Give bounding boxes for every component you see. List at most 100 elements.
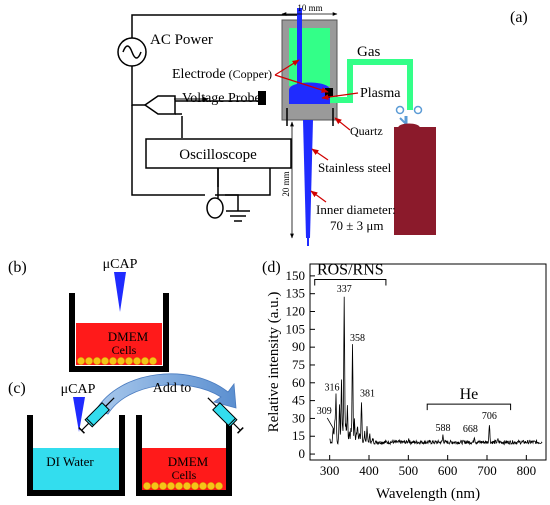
voltage-probe-icon [143,95,176,115]
electrode-label: Electrode(Copper) [172,67,272,82]
group-label: ROS/RNS [317,261,384,278]
panel-c-well-right [136,415,232,496]
spectrum-chart: 300 400 500 600 700 800 0 15 30 45 60 75 90 105 120 135… [266,261,547,502]
y-tick-label: 75 [292,357,305,372]
panel-c-well-left [27,415,125,496]
cell-dot [151,482,159,490]
x-tick-label: 700 [477,463,497,478]
dim-width-label: 10 mm [297,3,322,13]
syringe-left-icon [78,397,115,434]
peak-label: 668 [463,424,478,435]
stainless-steel-needle [303,120,313,238]
y-tick-label: 15 [292,428,305,443]
x-tick-label: 400 [359,463,379,478]
cell-dot [199,482,207,490]
gas-chamber [289,28,330,86]
y-tick-label: 120 [286,304,306,319]
cell-dot [101,357,109,365]
y-tick-label: 135 [286,286,306,301]
y-tick-label: 60 [292,375,305,390]
panel-a: (a) AC Power Voltage Probe Oscilloscope [117,3,528,246]
x-tick-label: 500 [399,463,419,478]
plot-frame [309,263,547,461]
spectrum-line [329,296,543,446]
ring-electrode-contact [258,91,266,105]
cell-dot [93,357,101,365]
panel-b: (b) μCAP DMEM Cells [8,257,169,372]
cell-dot [175,482,183,490]
gas-cylinder-icon [394,105,436,235]
cell-dot [77,357,85,365]
ac-power-label: AC Power [150,32,213,48]
oscilloscope-label: Oscilloscope [179,147,257,163]
cell-dot [183,482,191,490]
y-axis-label: Relative intensity (a.u.) [266,292,282,433]
peak-label: 588 [435,423,450,434]
cell-dot [125,357,133,365]
cell-dot [149,357,157,365]
panel-b-well [69,293,169,372]
cell-dot [141,357,149,365]
group-bracket [314,278,387,286]
panel-b-cells-label: Cells [112,343,137,357]
panel-b-dmem-label: DMEM [108,329,149,344]
cell-dot [159,482,167,490]
peak-label: 309 [317,406,332,417]
central-electrode [297,8,302,88]
panel-b-cells [77,357,157,365]
panel-c-label: (c) [8,380,26,397]
panel-c-cells [143,482,223,490]
y-tick-label: 0 [299,446,306,461]
cell-dot [207,482,215,490]
cell-dot [215,482,223,490]
panel-c-di-water-label: DI Water [46,454,94,469]
panel-b-ucap-label: μCAP [103,257,138,272]
syringe-right-icon [207,397,244,434]
peak-label: 358 [350,333,365,344]
panel-b-label: (b) [8,259,27,276]
cell-dot [117,357,125,365]
ac-wave-icon [122,45,142,59]
y-tick-label: 150 [286,268,306,283]
x-tick-label: 600 [438,463,458,478]
quartz-label: Quartz [350,124,383,138]
stainless-steel-label: Stainless steel [318,160,392,175]
panel-c-plasma-jet [73,397,85,432]
voltage-probe-label: Voltage Probe [182,91,261,106]
panel-c: (c) μCAP DI Water DMEM Cells Add to [8,373,244,496]
group-bracket [426,403,512,411]
peak-label: 706 [482,411,497,422]
cell-dot [133,357,141,365]
plasma-label: Plasma [360,86,401,101]
panel-c-cells-label: Cells [172,468,197,482]
transfer-arrow [95,373,237,415]
plasma-region [289,82,330,104]
inner-diameter-label: Inner diameter: [316,202,396,217]
peak-label: 316 [324,383,339,394]
x-tick-label: 300 [320,463,340,478]
peak-label: 337 [337,284,352,295]
inner-diameter-value: 70 ± 3 μm [330,218,383,233]
electrode-cap [325,88,333,98]
cell-dot [143,482,151,490]
peak-leader [326,417,335,431]
y-tick-label: 105 [286,321,306,336]
cell-dot [109,357,117,365]
x-axis-label: Wavelength (nm) [376,486,480,502]
current-coil-icon [206,197,224,219]
gas-tube [330,59,413,110]
y-tick-label: 45 [292,393,305,408]
dim-length-label: 20 mm [281,171,291,196]
cell-dot [191,482,199,490]
add-to-label: Add to [153,381,192,396]
x-tick-label: 800 [517,463,537,478]
cell-dot [167,482,175,490]
cell-dot [85,357,93,365]
y-tick-label: 90 [292,339,305,354]
panel-c-di-water [33,448,119,490]
panel-c-dmem-label: DMEM [168,454,209,469]
y-tick-label: 30 [292,410,305,425]
group-label: He [460,386,479,403]
